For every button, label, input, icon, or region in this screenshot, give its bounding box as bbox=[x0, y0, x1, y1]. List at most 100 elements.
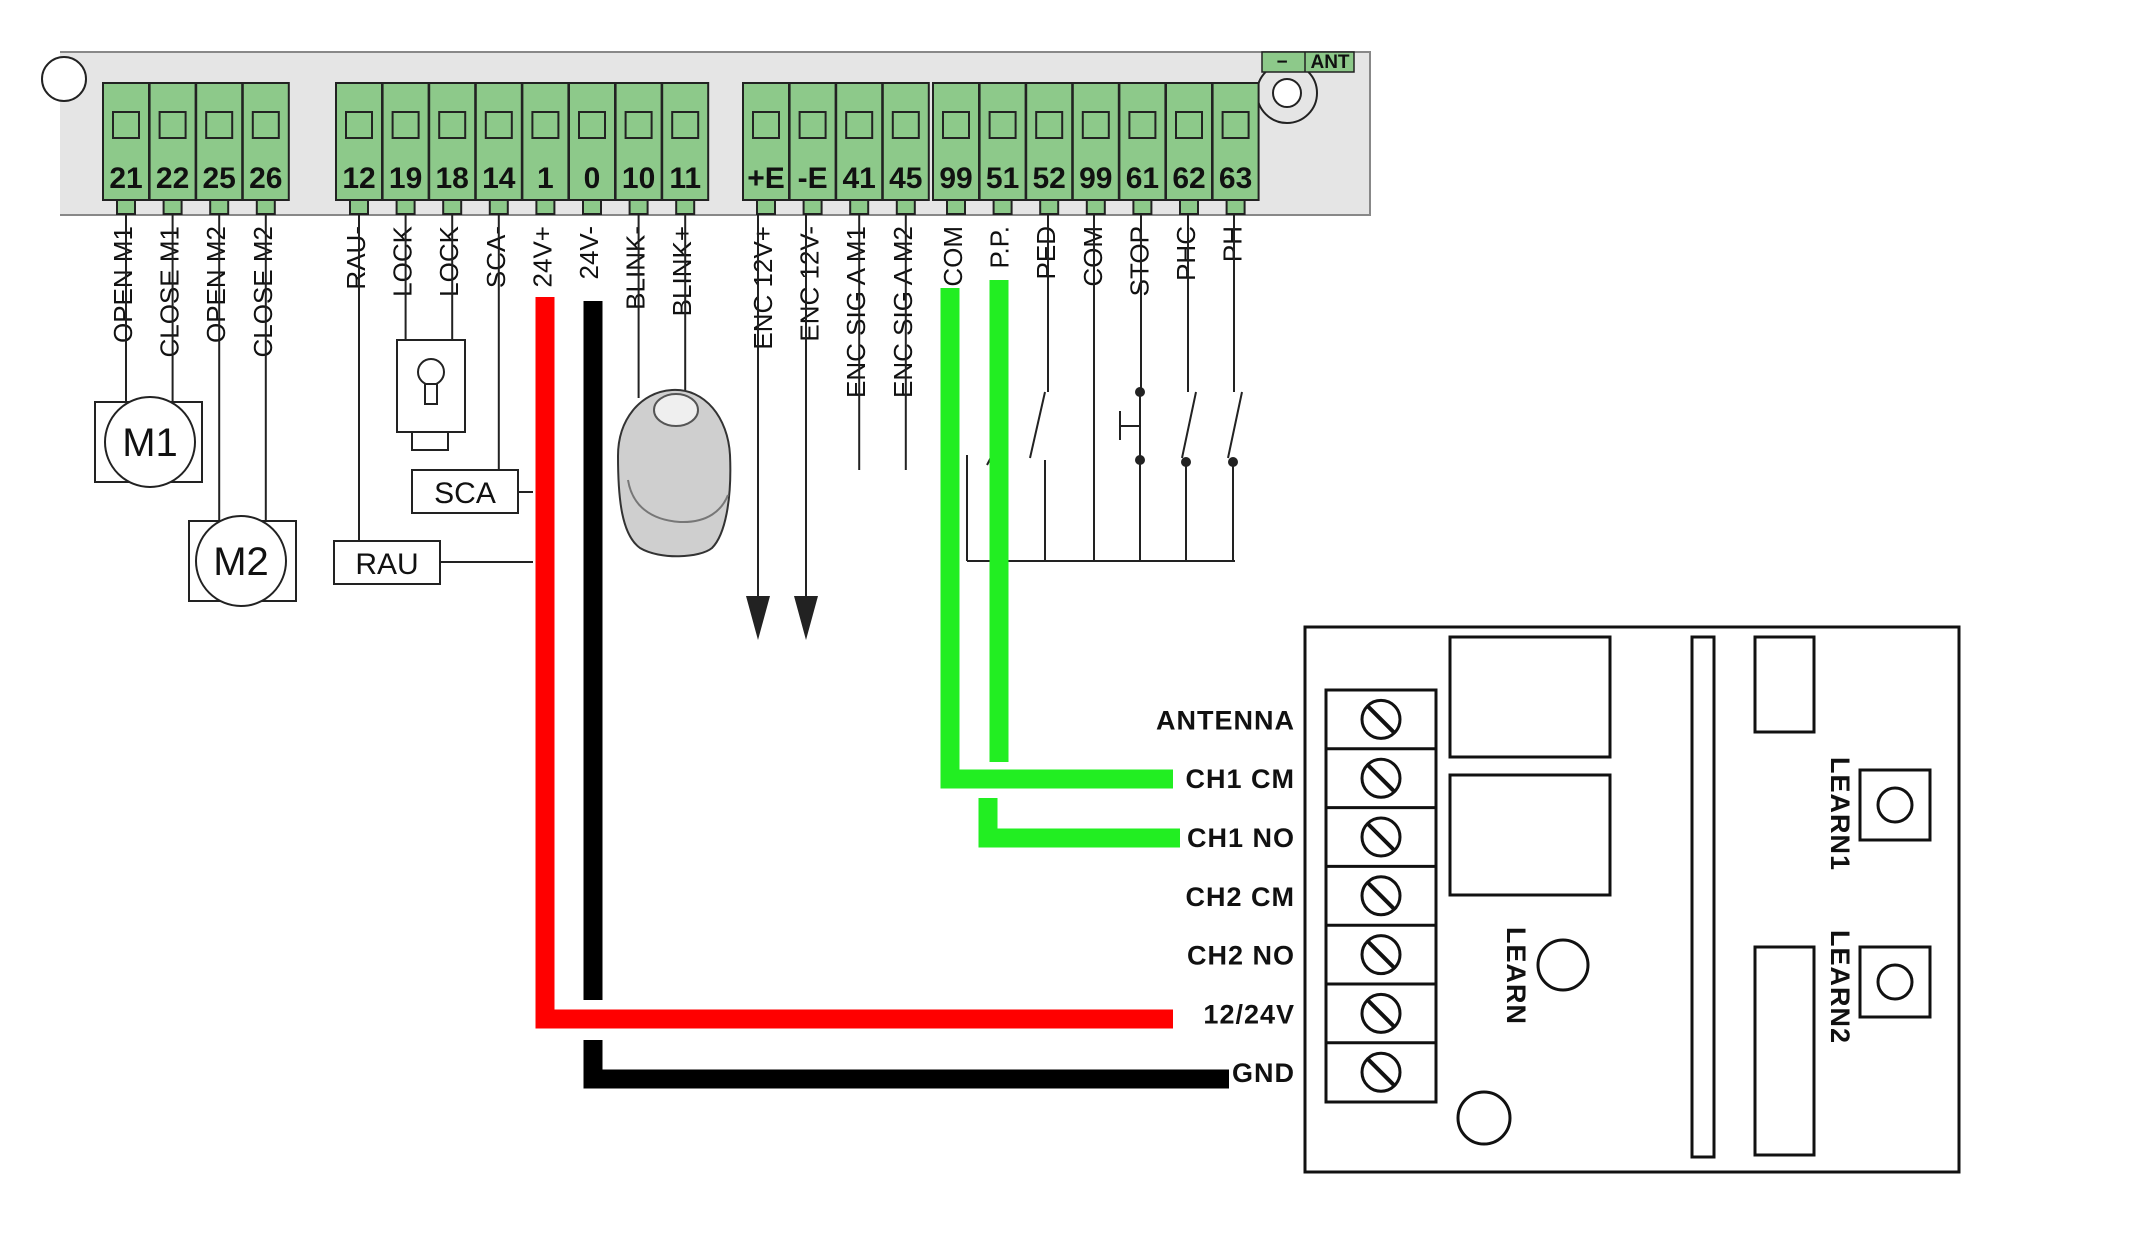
terminal-inputs-6[interactable] bbox=[1211, 82, 1260, 201]
terminal-function-label: LOCK bbox=[388, 225, 418, 296]
learn-led bbox=[1536, 938, 1590, 992]
terminal-number: 22 bbox=[156, 162, 189, 195]
terminal-pin bbox=[488, 199, 509, 215]
rau-label: RAU bbox=[355, 548, 418, 581]
terminal-function-label: LOCK bbox=[434, 225, 464, 296]
terminal-function-label: BLINK+ bbox=[667, 226, 697, 316]
terminal-screw bbox=[205, 111, 234, 139]
terminal-function-label: STOP bbox=[1124, 226, 1154, 296]
sca-device: SCA bbox=[411, 469, 533, 514]
terminal-screw bbox=[112, 111, 140, 139]
terminal-function-label: BLINK- bbox=[621, 226, 651, 310]
terminal-screw bbox=[1035, 111, 1064, 139]
wire-24v-positive bbox=[535, 297, 1173, 1029]
terminal-screw bbox=[1081, 111, 1110, 139]
terminal-pin bbox=[628, 199, 649, 215]
antenna-sign: − bbox=[1276, 52, 1287, 73]
terminal-number: 62 bbox=[1172, 162, 1205, 195]
terminal-screw bbox=[158, 111, 187, 139]
receiver-terminal-label: CH2 CM bbox=[1185, 882, 1295, 912]
relay-2 bbox=[1448, 773, 1612, 897]
terminal-pin bbox=[116, 199, 136, 215]
terminal-function-label: ENC 12V+ bbox=[748, 226, 778, 350]
terminal-number: 1 bbox=[537, 162, 554, 195]
receiver-terminal-label: CH1 CM bbox=[1185, 764, 1295, 794]
terminal-encoder-2[interactable] bbox=[835, 82, 884, 201]
terminal-screw bbox=[1175, 111, 1203, 139]
terminal-function-label: ENC 12V- bbox=[795, 226, 825, 342]
input-switches bbox=[966, 214, 1243, 562]
terminal-pin bbox=[349, 199, 369, 215]
terminal-number: 21 bbox=[109, 162, 142, 195]
terminal-function-label: ENC SIG A M1 bbox=[841, 226, 871, 398]
terminal-function-label: CLOSE M1 bbox=[155, 226, 185, 358]
encoder-arrows bbox=[746, 214, 818, 640]
screw-slot-icon bbox=[1366, 881, 1396, 911]
terminal-number: 45 bbox=[889, 162, 922, 195]
terminal-pin bbox=[946, 199, 966, 215]
motor-m2-label: M2 bbox=[213, 540, 269, 584]
terminal-screw bbox=[345, 111, 373, 139]
terminal-encoder-3[interactable] bbox=[881, 82, 930, 201]
terminal-pin bbox=[255, 199, 276, 215]
terminal-inputs-5[interactable] bbox=[1165, 82, 1213, 201]
terminal-number: 11 bbox=[669, 162, 701, 195]
terminal-screw bbox=[798, 111, 827, 139]
terminal-function-label: P.P. bbox=[985, 226, 1015, 268]
terminal-pin bbox=[442, 199, 463, 215]
terminal-aux-0[interactable] bbox=[335, 82, 383, 201]
terminal-function-label: CLOSE M2 bbox=[248, 226, 278, 358]
receiver-terminal-label: GND bbox=[1232, 1058, 1295, 1088]
receiver-terminal-label: ANTENNA bbox=[1156, 705, 1295, 735]
terminal-function-label: SCA- bbox=[481, 226, 511, 288]
terminal-function-label: RAU- bbox=[341, 226, 371, 290]
terminal-encoder-0[interactable] bbox=[742, 82, 790, 201]
terminal-number: 52 bbox=[1033, 162, 1066, 195]
terminal-pin bbox=[1179, 199, 1199, 215]
terminal-number: 25 bbox=[203, 162, 236, 195]
terminal-inputs-2[interactable] bbox=[1025, 82, 1074, 201]
terminal-number: 51 bbox=[986, 162, 1019, 195]
terminal-aux-4[interactable] bbox=[521, 82, 570, 201]
terminal-pin bbox=[535, 199, 556, 215]
terminal-function-label: COM bbox=[1078, 226, 1108, 287]
screw-slot-icon bbox=[1366, 998, 1396, 1028]
terminal-pin bbox=[162, 199, 183, 215]
screw-slot-icon bbox=[1366, 763, 1396, 793]
antenna-terminal bbox=[1261, 51, 1355, 73]
wire-gnd bbox=[583, 1040, 1229, 1089]
terminal-number: 41 bbox=[843, 162, 876, 195]
terminal-number: 19 bbox=[389, 162, 422, 195]
terminal-number: 63 bbox=[1219, 162, 1252, 195]
terminal-function-label: COM bbox=[938, 226, 968, 287]
sca-label: SCA bbox=[434, 477, 496, 510]
motor-m2: M2 bbox=[188, 515, 297, 607]
terminal-inputs-3[interactable] bbox=[1071, 82, 1120, 201]
terminal-screw bbox=[942, 111, 970, 139]
terminal-screw bbox=[671, 111, 700, 139]
wire-pp-to-ch1-no-bottom bbox=[978, 798, 1180, 848]
terminal-function-label: PH bbox=[1218, 226, 1248, 262]
terminal-aux-2[interactable] bbox=[428, 82, 477, 201]
terminal-encoder-1[interactable] bbox=[788, 82, 837, 201]
terminal-number: 14 bbox=[482, 162, 516, 195]
terminal-number: 12 bbox=[342, 162, 375, 195]
terminal-aux-7[interactable] bbox=[661, 82, 710, 201]
terminal-function-label: ENC SIG A M2 bbox=[888, 226, 918, 398]
terminal-aux-6[interactable] bbox=[614, 82, 663, 201]
terminal-function-label: PED bbox=[1031, 226, 1061, 279]
terminal-pin bbox=[1085, 199, 1106, 215]
wires bbox=[535, 280, 1229, 1089]
terminal-function-label: OPEN M1 bbox=[108, 226, 138, 343]
receiver-board: LEARN1 LEARN2 LEARN bbox=[1303, 625, 1961, 1174]
terminal-screw bbox=[988, 111, 1017, 139]
learn1-label: LEARN1 bbox=[1825, 757, 1855, 871]
relay-1 bbox=[1448, 635, 1612, 759]
mounting-hole-left bbox=[41, 56, 87, 102]
terminal-pin bbox=[992, 199, 1013, 215]
terminal-pin bbox=[756, 199, 776, 215]
